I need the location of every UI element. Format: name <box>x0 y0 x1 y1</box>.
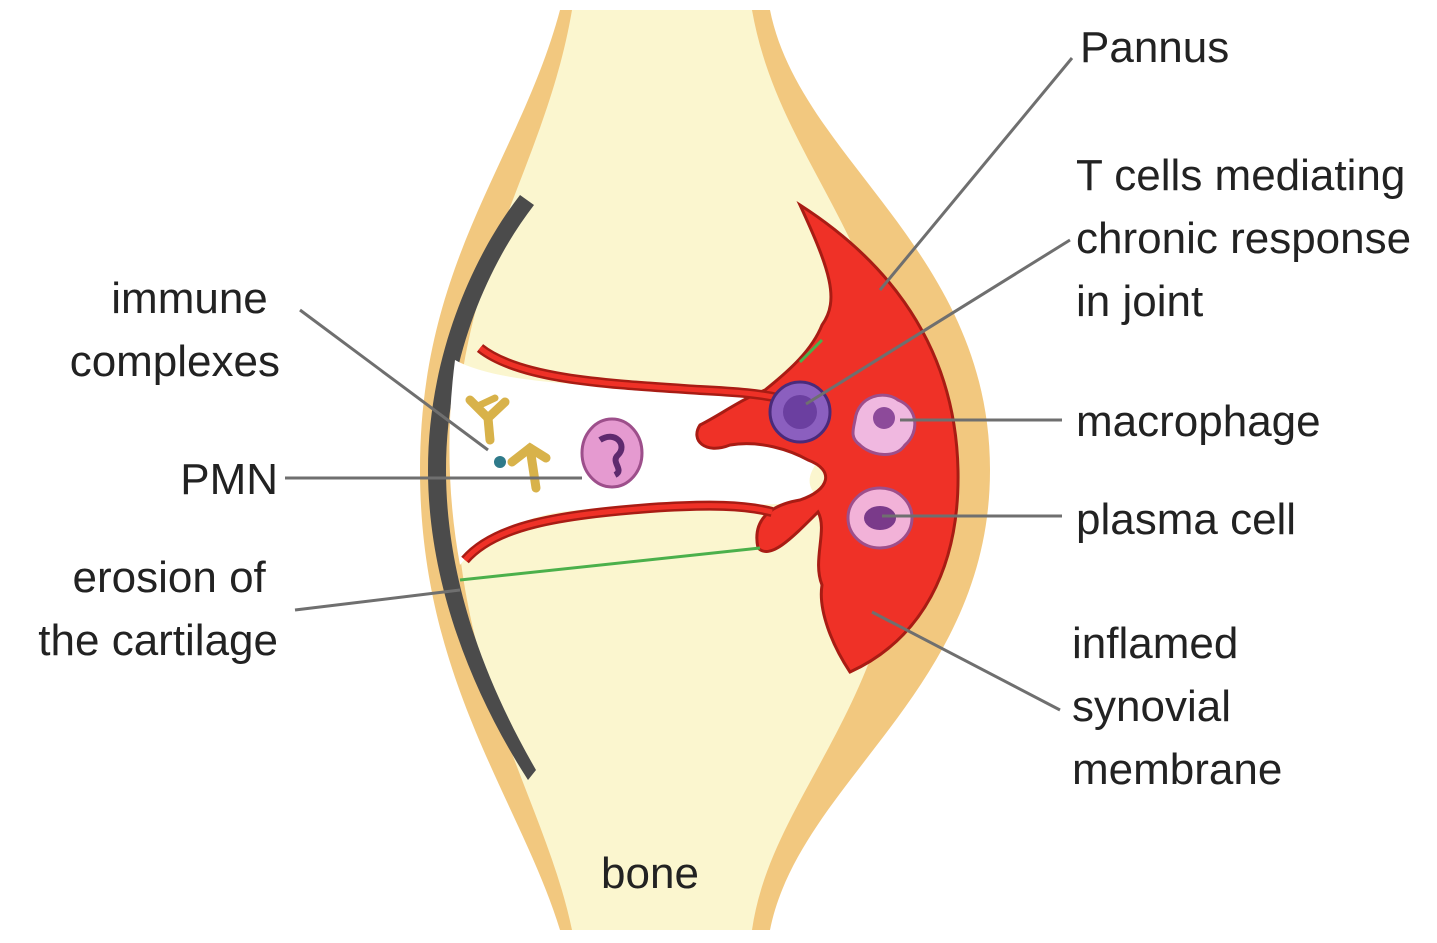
macrophage-cell <box>853 395 915 454</box>
t-cell <box>770 382 830 442</box>
label-immune-complexes: immune complexes <box>70 274 280 386</box>
label-bone: bone <box>601 849 699 898</box>
label-pmn: PMN <box>180 455 278 504</box>
label-plasma-cell: plasma cell <box>1076 495 1296 544</box>
pmn-cell <box>582 419 642 487</box>
label-erosion: erosion of the cartilage <box>38 553 278 665</box>
label-synovial: inflamed synovial membrane <box>1072 619 1282 794</box>
antigen-dot <box>494 456 506 468</box>
label-pannus: Pannus <box>1080 23 1229 72</box>
label-macrophage: macrophage <box>1076 397 1321 446</box>
plasma-cell <box>848 488 912 548</box>
label-t-cells: T cells mediating chronic response in jo… <box>1076 151 1423 326</box>
